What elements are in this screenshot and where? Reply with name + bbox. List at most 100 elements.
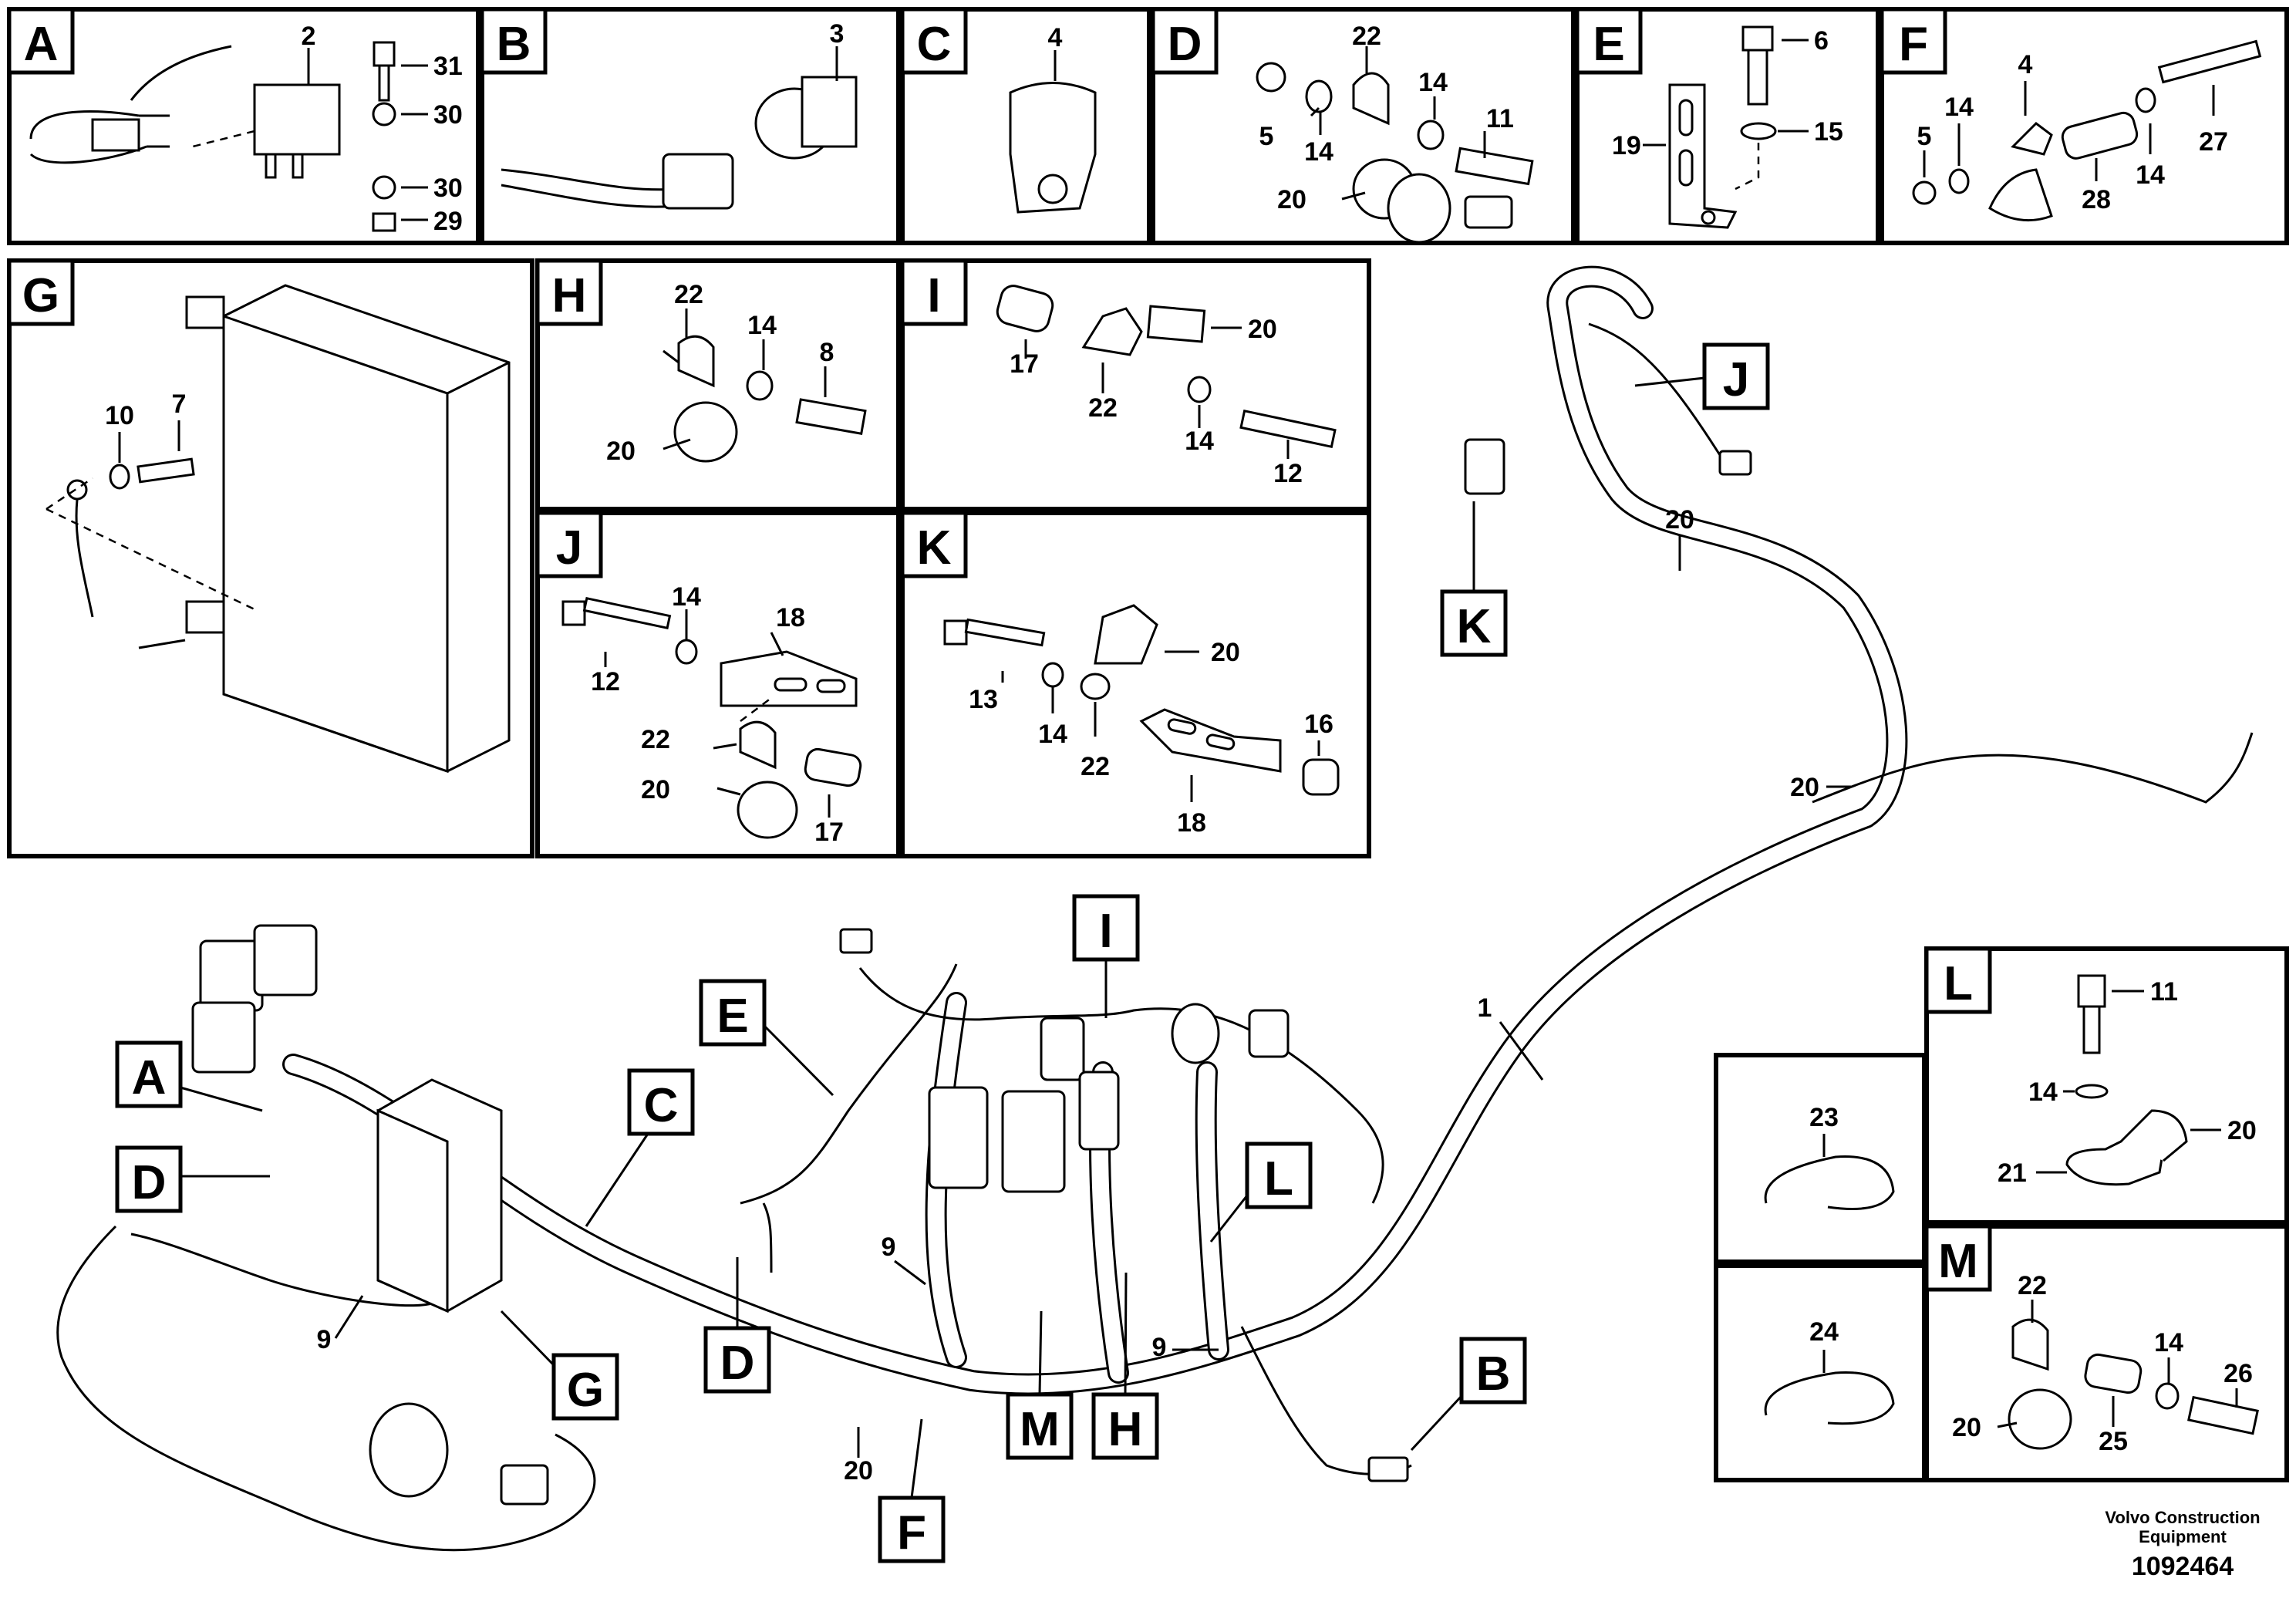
svg-text:I: I (1099, 905, 1112, 958)
part-num: 20 (1952, 1413, 1981, 1442)
part-num: 1 (1478, 993, 1492, 1023)
part-num: 24 (1809, 1317, 1839, 1347)
part-num: 22 (2018, 1271, 2047, 1300)
svg-text:D: D (720, 1337, 755, 1390)
callout-k: K (1440, 501, 1508, 657)
part-num: 17 (1010, 349, 1039, 379)
panel-i-label: I (927, 269, 940, 322)
svg-text:H: H (1108, 1403, 1143, 1456)
part-num: 14 (1304, 137, 1333, 167)
panel-e: E 6 19 15 (1575, 7, 1880, 245)
callout-i: I (1072, 894, 1140, 1018)
part-num: 20 (641, 775, 670, 804)
svg-text:D: D (132, 1156, 167, 1209)
panel-f-label: F (1899, 18, 1928, 71)
svg-text:L: L (1264, 1152, 1293, 1206)
svg-text:F: F (897, 1506, 926, 1560)
panel-h-label: H (552, 269, 587, 322)
panel-m-label: M (1938, 1235, 1978, 1288)
part-num: 9 (882, 1233, 896, 1262)
part-num: 22 (1088, 393, 1118, 423)
callout-e: E (699, 979, 834, 1097)
panel-j-label: J (556, 521, 582, 575)
part-num: 22 (641, 725, 670, 754)
part-num: 23 (1809, 1103, 1839, 1132)
svg-text:B: B (1476, 1347, 1511, 1401)
part-num: 20 (1790, 773, 1819, 802)
svg-text:K: K (1457, 600, 1492, 653)
callout-a: A (115, 1040, 263, 1112)
main-callouts: A D C E I J K (115, 342, 1770, 1563)
part-num: 5 (1917, 122, 1932, 151)
part-num: 28 (2082, 185, 2111, 214)
panel-tie-23: 23 (1714, 1053, 1927, 1264)
part-num: 14 (672, 582, 701, 612)
callout-d-center: D (703, 1257, 771, 1394)
callout-m: M (1006, 1310, 1074, 1460)
part-num: 10 (105, 401, 134, 430)
part-num: 29 (433, 207, 463, 236)
panel-c-label: C (917, 18, 952, 71)
panel-f: F 4 14 5 28 14 27 (1880, 7, 2289, 245)
part-num: 12 (591, 667, 620, 696)
callout-f: F (878, 1418, 946, 1563)
part-num: 18 (776, 603, 805, 632)
part-num: 4 (2018, 50, 2033, 79)
part-num: 22 (674, 280, 703, 309)
part-num: 20 (1277, 185, 1306, 214)
part-num: 4 (1048, 23, 1063, 52)
panel-i: I 17 20 22 14 12 (900, 258, 1371, 511)
callout-j: J (1634, 342, 1770, 410)
part-num: 25 (2099, 1427, 2128, 1456)
panel-d-label: D (1168, 18, 1202, 71)
part-num: 19 (1612, 131, 1641, 160)
part-num: 9 (317, 1325, 332, 1354)
panel-b: B 3 (480, 7, 901, 245)
part-num: 2 (302, 22, 316, 51)
part-num: 22 (1352, 22, 1381, 51)
part-num: 3 (830, 19, 845, 49)
company-name-line1: Volvo Construction (2105, 1508, 2260, 1527)
panel-tie-24: 24 (1714, 1263, 1927, 1482)
panel-l: L 11 14 20 21 (1924, 946, 2289, 1225)
main-harness-assembly (56, 173, 2254, 1552)
part-num: 21 (1998, 1158, 2027, 1188)
part-num: 20 (606, 437, 636, 466)
panel-g-label: G (22, 269, 59, 322)
footer: Volvo Construction Equipment 1092464 (2105, 1508, 2260, 1581)
panel-e-label: E (1593, 18, 1624, 71)
part-num: 14 (2136, 160, 2165, 190)
part-num: 20 (2227, 1116, 2257, 1145)
callout-c: C (585, 1068, 695, 1227)
part-num: 14 (1944, 93, 1974, 122)
part-num: 14 (747, 311, 777, 340)
panel-h: H 22 14 8 20 (535, 258, 901, 511)
panel-a-label: A (24, 18, 59, 71)
panel-a: A 2 31 30 30 29 (7, 7, 480, 245)
part-num: 20 (1248, 315, 1277, 344)
part-num: 12 (1273, 459, 1303, 488)
part-num: 15 (1814, 117, 1843, 147)
part-num: 13 (969, 685, 998, 714)
callout-b: B (1410, 1337, 1527, 1452)
callout-h: H (1091, 1272, 1159, 1460)
callout-d-left: D (115, 1145, 270, 1213)
part-num: 17 (814, 818, 844, 847)
panel-g: G 10 7 (7, 258, 534, 858)
part-num: 5 (1259, 122, 1274, 151)
part-num: 14 (2154, 1328, 2183, 1357)
part-num: 16 (1304, 710, 1333, 739)
part-num: 14 (1185, 427, 1214, 456)
panel-c: C 4 (900, 7, 1151, 245)
part-num: 6 (1814, 26, 1829, 56)
svg-text:G: G (567, 1364, 604, 1417)
part-num: 30 (433, 174, 463, 203)
callout-g: G (500, 1310, 619, 1421)
part-num: 27 (2199, 127, 2228, 157)
drawing-number: 1092464 (2132, 1552, 2234, 1581)
panel-k: K 13 14 20 22 16 18 (900, 511, 1371, 858)
part-num: 20 (1211, 638, 1240, 667)
panel-j: J 14 18 12 22 20 17 (535, 511, 901, 858)
part-num: 20 (1665, 505, 1694, 534)
